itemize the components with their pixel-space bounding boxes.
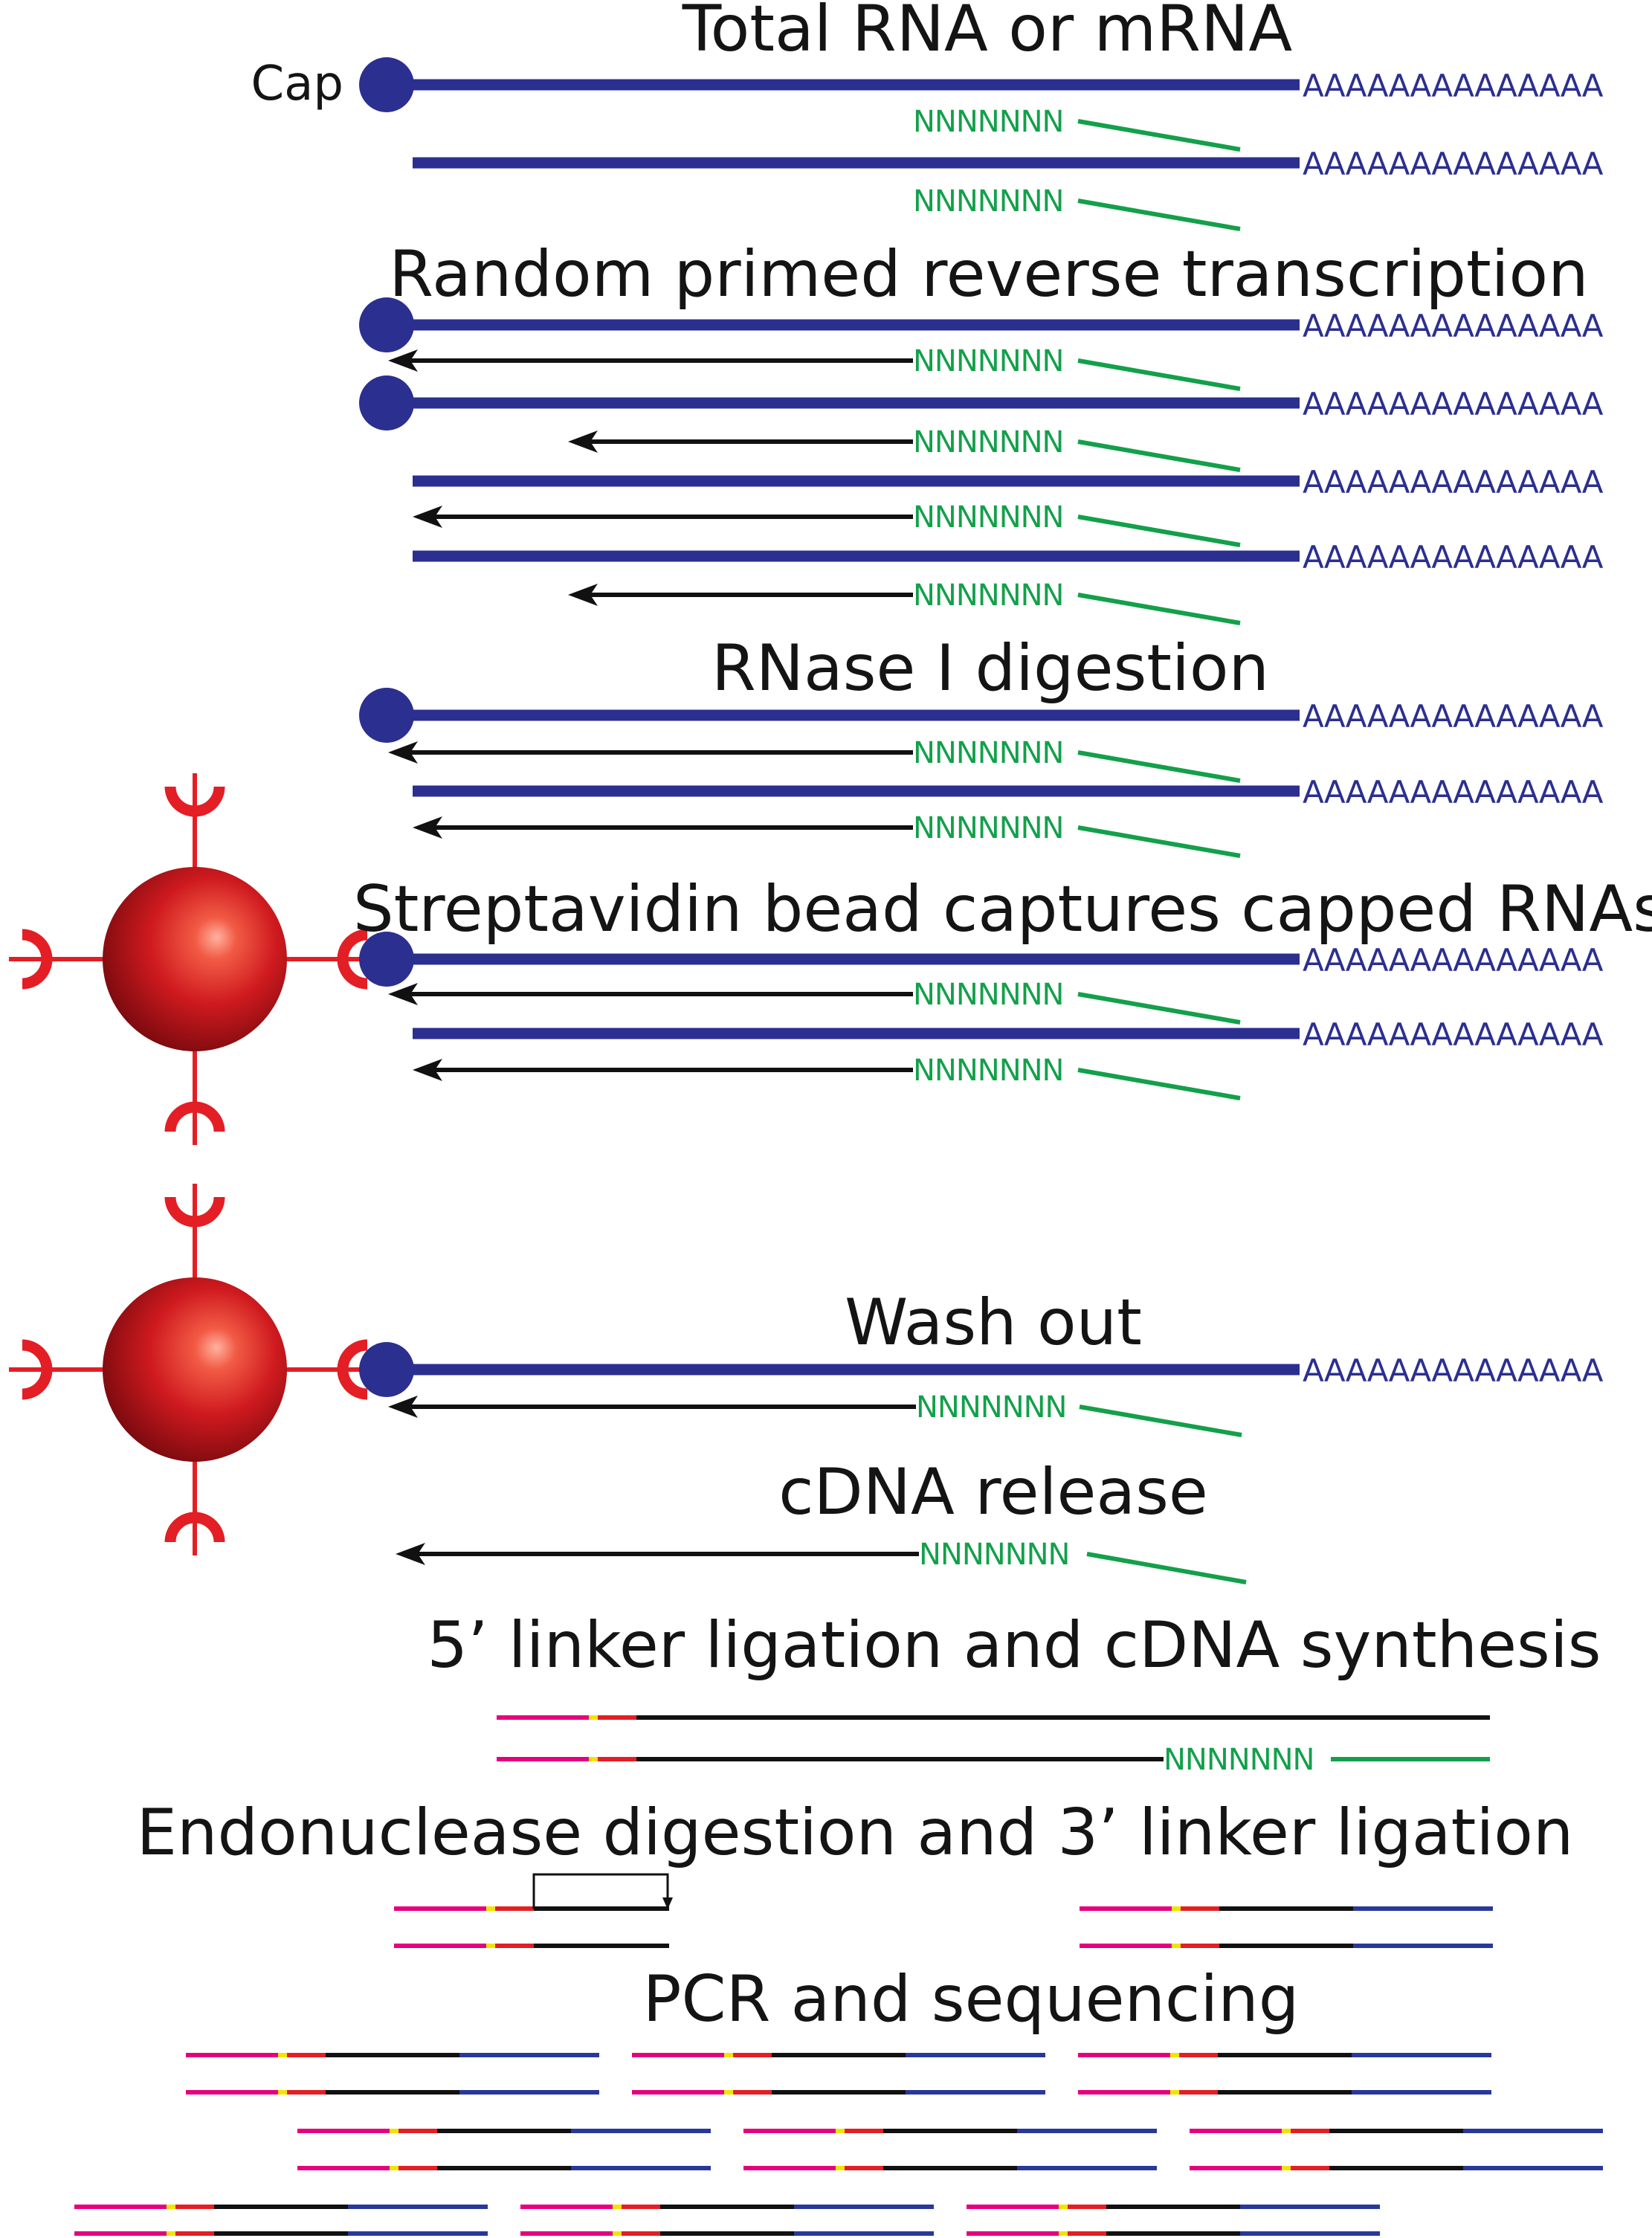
- random-primer-label: NNNNNNN: [913, 425, 1063, 459]
- primer-tail: [1079, 1405, 1242, 1437]
- step-title-total-rna: Total RNA or mRNA: [682, 0, 1293, 66]
- streptavidin-cup: [164, 786, 225, 817]
- random-primer-label: NNNNNNN: [1164, 1743, 1314, 1777]
- step-title-endonuclease: Endonuclease digestion and 3’ linker lig…: [137, 1796, 1574, 1870]
- bead-layer: [9, 773, 381, 1555]
- step-title-rnase: RNase I digestion: [712, 631, 1269, 706]
- primer-tail: [1077, 825, 1241, 858]
- cdna-arrowhead: [568, 430, 598, 453]
- primer-tail: [1086, 1552, 1247, 1584]
- cleavage-arrowhead: [662, 1897, 673, 1909]
- streptavidin-cup: [22, 1339, 53, 1400]
- cdna-arrowhead: [568, 584, 598, 606]
- random-primer-label: NNNNNNN: [913, 500, 1063, 535]
- primer-tail: [1077, 992, 1241, 1025]
- step-title-reverse-transcription: Random primed reverse transcription: [389, 237, 1588, 312]
- random-primer-label: NNNNNNN: [919, 1538, 1069, 1572]
- random-primer-label: NNNNNNN: [913, 105, 1063, 139]
- streptavidin-cup: [22, 929, 53, 990]
- polya-tail: AAAAAAAAAAAAAA: [1303, 386, 1604, 422]
- random-primer-label: NNNNNNN: [913, 344, 1063, 378]
- step-title-capture: Streptavidin bead captures capped RNAs: [353, 872, 1652, 947]
- primer-tail: [1077, 750, 1241, 783]
- random-primer-label: NNNNNNN: [913, 578, 1063, 613]
- primer-tail: [1077, 119, 1241, 152]
- step-title-release: cDNA release: [778, 1455, 1208, 1529]
- step-title-wash: Wash out: [845, 1286, 1142, 1360]
- polya-tail: AAAAAAAAAAAAAA: [1303, 774, 1604, 810]
- cdna-arrowhead: [388, 349, 418, 372]
- polya-tail: AAAAAAAAAAAAAA: [1303, 1016, 1604, 1053]
- step-title-linker5: 5’ linker ligation and cDNA synthesis: [427, 1608, 1601, 1683]
- cdna-arrowhead: [388, 1396, 418, 1418]
- cap-structure: [359, 1342, 414, 1397]
- cdna-arrowhead: [388, 741, 418, 764]
- streptavidin-cup: [164, 1512, 225, 1543]
- molecule-layer: AAAAAAAAAAAAAA NNNNNNN AAAAAAAAAAAAAA NNNNN…: [74, 57, 1604, 2236]
- polya-tail: AAAAAAAAAAAAAA: [1303, 68, 1604, 104]
- primer-tail: [1077, 358, 1241, 391]
- random-primer-label: NNNNNNN: [913, 811, 1063, 845]
- primer-tail: [1077, 439, 1241, 472]
- cdna-arrowhead: [388, 983, 418, 1005]
- polya-tail: AAAAAAAAAAAAAA: [1303, 308, 1604, 344]
- polya-tail: AAAAAAAAAAAAAA: [1303, 539, 1604, 575]
- polya-tail: AAAAAAAAAAAAAA: [1303, 464, 1604, 500]
- primer-tail: [1077, 515, 1241, 547]
- cap-structure: [359, 297, 414, 352]
- cap-structure: [359, 57, 414, 112]
- primer-tail: [1077, 1068, 1241, 1100]
- random-primer-label: NNNNNNN: [913, 736, 1063, 770]
- streptavidin-cup: [164, 1196, 225, 1228]
- polya-tail: AAAAAAAAAAAAAA: [1303, 698, 1604, 735]
- bead-sphere: [103, 1277, 287, 1462]
- primer-tail: [1077, 199, 1241, 231]
- random-primer-label: NNNNNNN: [913, 184, 1063, 219]
- random-primer-label: NNNNNNN: [913, 978, 1063, 1012]
- random-primer-label: NNNNNNN: [916, 1390, 1066, 1425]
- cdna-arrowhead: [413, 1059, 442, 1081]
- primer-tail: [1077, 593, 1241, 625]
- step-title-pcr: PCR and sequencing: [643, 1962, 1300, 2037]
- cap-structure: [359, 688, 414, 743]
- polya-tail: AAAAAAAAAAAAAA: [1303, 146, 1604, 182]
- cdna-arrowhead: [413, 506, 442, 528]
- cdna-arrowhead: [396, 1543, 425, 1565]
- cap-structure: [359, 375, 414, 430]
- streptavidin-cup: [164, 1101, 225, 1132]
- streptavidin-cup: [337, 929, 368, 990]
- random-primer-label: NNNNNNN: [913, 1054, 1063, 1088]
- cap-label: Cap: [251, 57, 343, 112]
- cleavage-site-bracket: [532, 1873, 669, 1909]
- cap-structure: [359, 932, 414, 987]
- streptavidin-cup: [337, 1339, 368, 1400]
- polya-tail: AAAAAAAAAAAAAA: [1303, 942, 1604, 978]
- cdna-arrowhead: [413, 816, 442, 839]
- bead-sphere: [103, 867, 287, 1051]
- polya-tail: AAAAAAAAAAAAAA: [1303, 1352, 1604, 1389]
